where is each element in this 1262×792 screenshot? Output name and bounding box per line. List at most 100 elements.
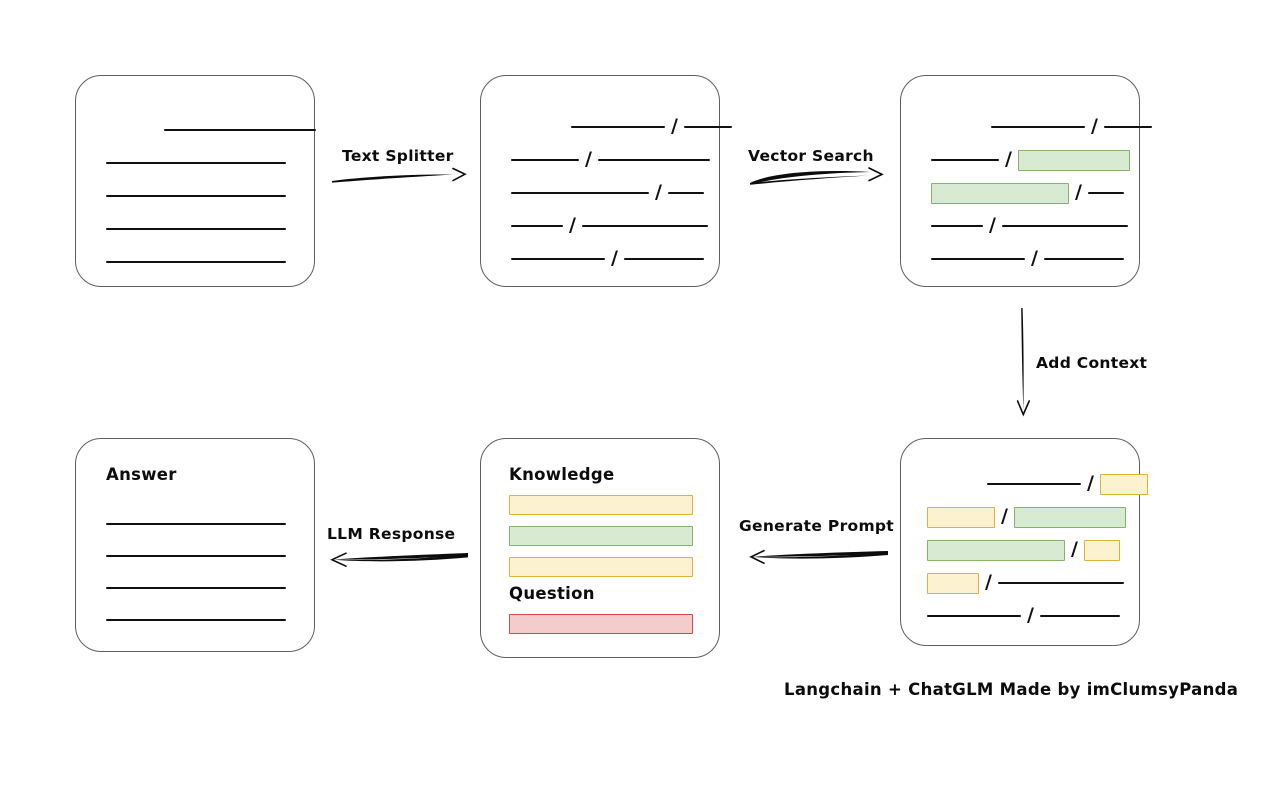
- prompt-bar-yellow: [509, 557, 693, 577]
- text-row: /: [927, 537, 1120, 561]
- arrow-generate-prompt: [749, 549, 888, 564]
- text-row: [106, 515, 286, 533]
- text-row: /: [571, 114, 732, 137]
- text-row: /: [991, 114, 1152, 137]
- question-label: Question: [509, 584, 595, 603]
- slash-separator: /: [671, 114, 678, 137]
- text-line: [597, 159, 710, 161]
- text-line: [683, 126, 732, 128]
- knowledge-label: Knowledge: [509, 465, 615, 484]
- prompt-bar-green: [509, 526, 693, 546]
- arrow-label-llm-response: LLM Response: [327, 525, 456, 543]
- box-answer[interactable]: Answer: [75, 438, 315, 652]
- highlight-chip-yellow: [1099, 473, 1148, 495]
- text-row: [106, 187, 286, 205]
- text-line: [511, 225, 563, 227]
- text-row: /: [931, 180, 1124, 204]
- text-line: [164, 129, 316, 131]
- text-row: [106, 547, 286, 565]
- footer-caption: Langchain + ChatGLM Made by imClumsyPand…: [784, 680, 1239, 699]
- text-row: /: [987, 471, 1148, 495]
- text-row: /: [511, 180, 704, 203]
- box-source-document[interactable]: [75, 75, 316, 287]
- highlight-chip-yellow: [927, 506, 995, 528]
- text-line: [581, 225, 708, 227]
- text-line: [931, 258, 1025, 260]
- prompt-bar-yellow: [509, 495, 693, 515]
- arrow-add-context: [1016, 308, 1030, 417]
- arrow-llm-response: [330, 552, 468, 567]
- highlight-chip-green: [931, 182, 1069, 204]
- box-prompt[interactable]: Knowledge Question: [480, 438, 720, 658]
- text-row: /: [511, 147, 710, 170]
- text-line: [623, 258, 704, 260]
- text-line: [106, 261, 286, 263]
- text-line: [1103, 126, 1152, 128]
- arrow-vector-search: [750, 167, 884, 185]
- slash-separator: /: [1031, 246, 1038, 269]
- text-row: /: [927, 504, 1126, 528]
- text-line: [571, 126, 665, 128]
- arrow-label-text-splitter: Text Splitter: [342, 147, 454, 165]
- text-row: /: [927, 603, 1120, 626]
- arrow-text-splitter: [332, 167, 467, 183]
- text-line: [1001, 225, 1128, 227]
- arrow-label-generate-prompt: Generate Prompt: [739, 517, 895, 535]
- text-row: /: [511, 213, 708, 236]
- text-row: /: [931, 246, 1124, 269]
- slash-separator: /: [1087, 471, 1094, 494]
- text-row: [106, 220, 286, 238]
- slash-separator: /: [585, 147, 592, 170]
- arrow-label-vector-search: Vector Search: [748, 147, 874, 165]
- text-row: /: [511, 246, 704, 269]
- text-line: [931, 159, 999, 161]
- arrow-label-add-context: Add Context: [1036, 354, 1148, 372]
- text-line: [1043, 258, 1124, 260]
- slash-separator: /: [611, 246, 618, 269]
- slash-separator: /: [655, 180, 662, 203]
- slash-separator: /: [989, 213, 996, 236]
- text-row: [106, 253, 286, 271]
- text-line: [511, 159, 579, 161]
- answer-label: Answer: [106, 465, 177, 484]
- text-line: [106, 228, 286, 230]
- slash-separator: /: [1091, 114, 1098, 137]
- slash-separator: /: [1075, 180, 1082, 203]
- slash-separator: /: [1071, 537, 1078, 560]
- text-row: [106, 154, 286, 172]
- text-line: [511, 192, 649, 194]
- highlight-chip-green: [1013, 506, 1126, 528]
- slash-separator: /: [985, 570, 992, 593]
- slash-separator: /: [1001, 504, 1008, 527]
- text-line: [991, 126, 1085, 128]
- text-line: [1039, 615, 1120, 617]
- slash-separator: /: [1005, 147, 1012, 170]
- text-line: [106, 555, 286, 557]
- slash-separator: /: [569, 213, 576, 236]
- text-row: /: [927, 570, 1124, 594]
- box-matched-chunks[interactable]: / / / / /: [900, 75, 1152, 287]
- text-row: [106, 579, 286, 597]
- text-row: [106, 611, 286, 629]
- text-line: [106, 162, 286, 164]
- box-split-chunks[interactable]: / / / / /: [480, 75, 732, 287]
- text-row: /: [931, 213, 1128, 236]
- text-line: [931, 225, 983, 227]
- text-line: [106, 523, 286, 525]
- text-line: [106, 587, 286, 589]
- text-line: [927, 615, 1021, 617]
- highlight-chip-green: [927, 539, 1065, 561]
- text-line: [667, 192, 704, 194]
- highlight-chip-yellow: [927, 572, 979, 594]
- text-line: [997, 582, 1124, 584]
- text-line: [106, 619, 286, 621]
- text-line: [511, 258, 605, 260]
- text-row: [164, 121, 316, 139]
- box-context-chunks[interactable]: / / / / /: [900, 438, 1148, 646]
- highlight-chip-green: [1017, 149, 1130, 171]
- slash-separator: /: [1027, 603, 1034, 626]
- highlight-chip-yellow: [1083, 539, 1120, 561]
- text-row: /: [931, 147, 1130, 171]
- text-line: [1087, 192, 1124, 194]
